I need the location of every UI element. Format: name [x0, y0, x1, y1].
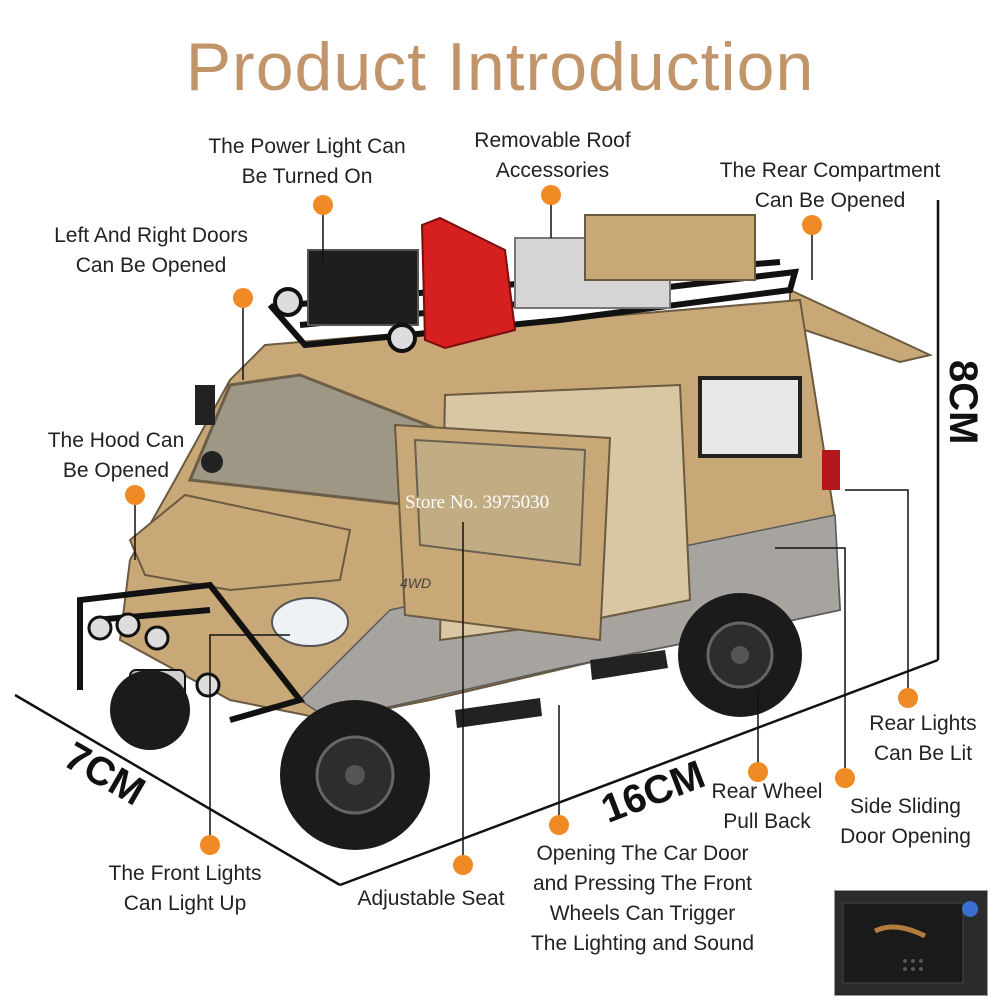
label-doors: Left And Right Doors Can Be Opened	[54, 224, 248, 277]
callout-dot	[233, 288, 253, 308]
door-window	[413, 438, 587, 567]
label-power-light: The Power Light Can Be Turned On	[208, 135, 406, 188]
tail-light	[822, 450, 840, 490]
roof-spotlight	[387, 323, 417, 353]
dimension-lines	[14, 200, 940, 887]
label-front-lights: The Front Lights Can Light Up	[108, 862, 262, 915]
4wd-badge: 4WD	[400, 575, 431, 591]
inset-detail-photo	[834, 890, 988, 996]
store-watermark: Store No. 3975030	[405, 492, 549, 513]
toy-van-illustration: 4WD	[77, 214, 934, 850]
callout-dot	[748, 762, 768, 782]
label-roof-accessories: Removable Roof Accessories	[474, 129, 631, 182]
fog-light	[87, 615, 113, 641]
label-rear-lights: Rear Lights Can Be Lit	[869, 712, 977, 765]
label-rear-wheel: Rear Wheel Pull Back	[711, 780, 823, 833]
callout-dot	[200, 835, 220, 855]
rear-wheel	[678, 593, 802, 717]
callout-dot	[549, 815, 569, 835]
fuel-can	[420, 216, 517, 350]
callout-dot	[802, 215, 822, 235]
fog-light	[144, 625, 170, 651]
side-mirror-round	[201, 451, 223, 473]
label-seat: Adjustable Seat	[357, 887, 505, 910]
fog-light	[115, 612, 141, 638]
side-step	[590, 650, 668, 680]
label-hood: The Hood Can Be Opened	[47, 429, 185, 482]
page-title: Product Introduction	[185, 29, 815, 105]
callout-dot	[453, 855, 473, 875]
callout-dot	[125, 485, 145, 505]
roof-tan-box	[584, 214, 756, 281]
rear-window	[698, 376, 802, 458]
open-hood	[128, 493, 352, 592]
front-left-wheel	[110, 670, 190, 750]
bull-bar	[77, 581, 306, 723]
callout-dots	[125, 185, 918, 875]
callout-dot	[898, 688, 918, 708]
width-dimension-line	[14, 693, 341, 887]
callout-dot	[541, 185, 561, 205]
fog-light	[195, 672, 221, 698]
length-dimension-line	[339, 658, 939, 887]
callout-dot	[835, 768, 855, 788]
roof-battery-box	[307, 249, 419, 326]
front-wheel	[280, 700, 430, 850]
inset-switch-detail	[835, 891, 987, 995]
side-step	[455, 698, 542, 728]
height-dimension-label: 8CM	[941, 360, 985, 445]
label-car-door: Opening The Car Door and Pressing The Fr…	[530, 842, 754, 955]
rear-hatch	[789, 288, 934, 364]
label-rear-compartment: The Rear Compartment Can Be Opened	[719, 159, 941, 212]
label-side-door: Side Sliding Door Opening	[840, 795, 971, 848]
callout-dot	[313, 195, 333, 215]
side-mirror	[195, 385, 215, 425]
roof-spotlight	[273, 287, 303, 317]
headlight	[271, 597, 349, 647]
callout-lines	[134, 195, 909, 865]
